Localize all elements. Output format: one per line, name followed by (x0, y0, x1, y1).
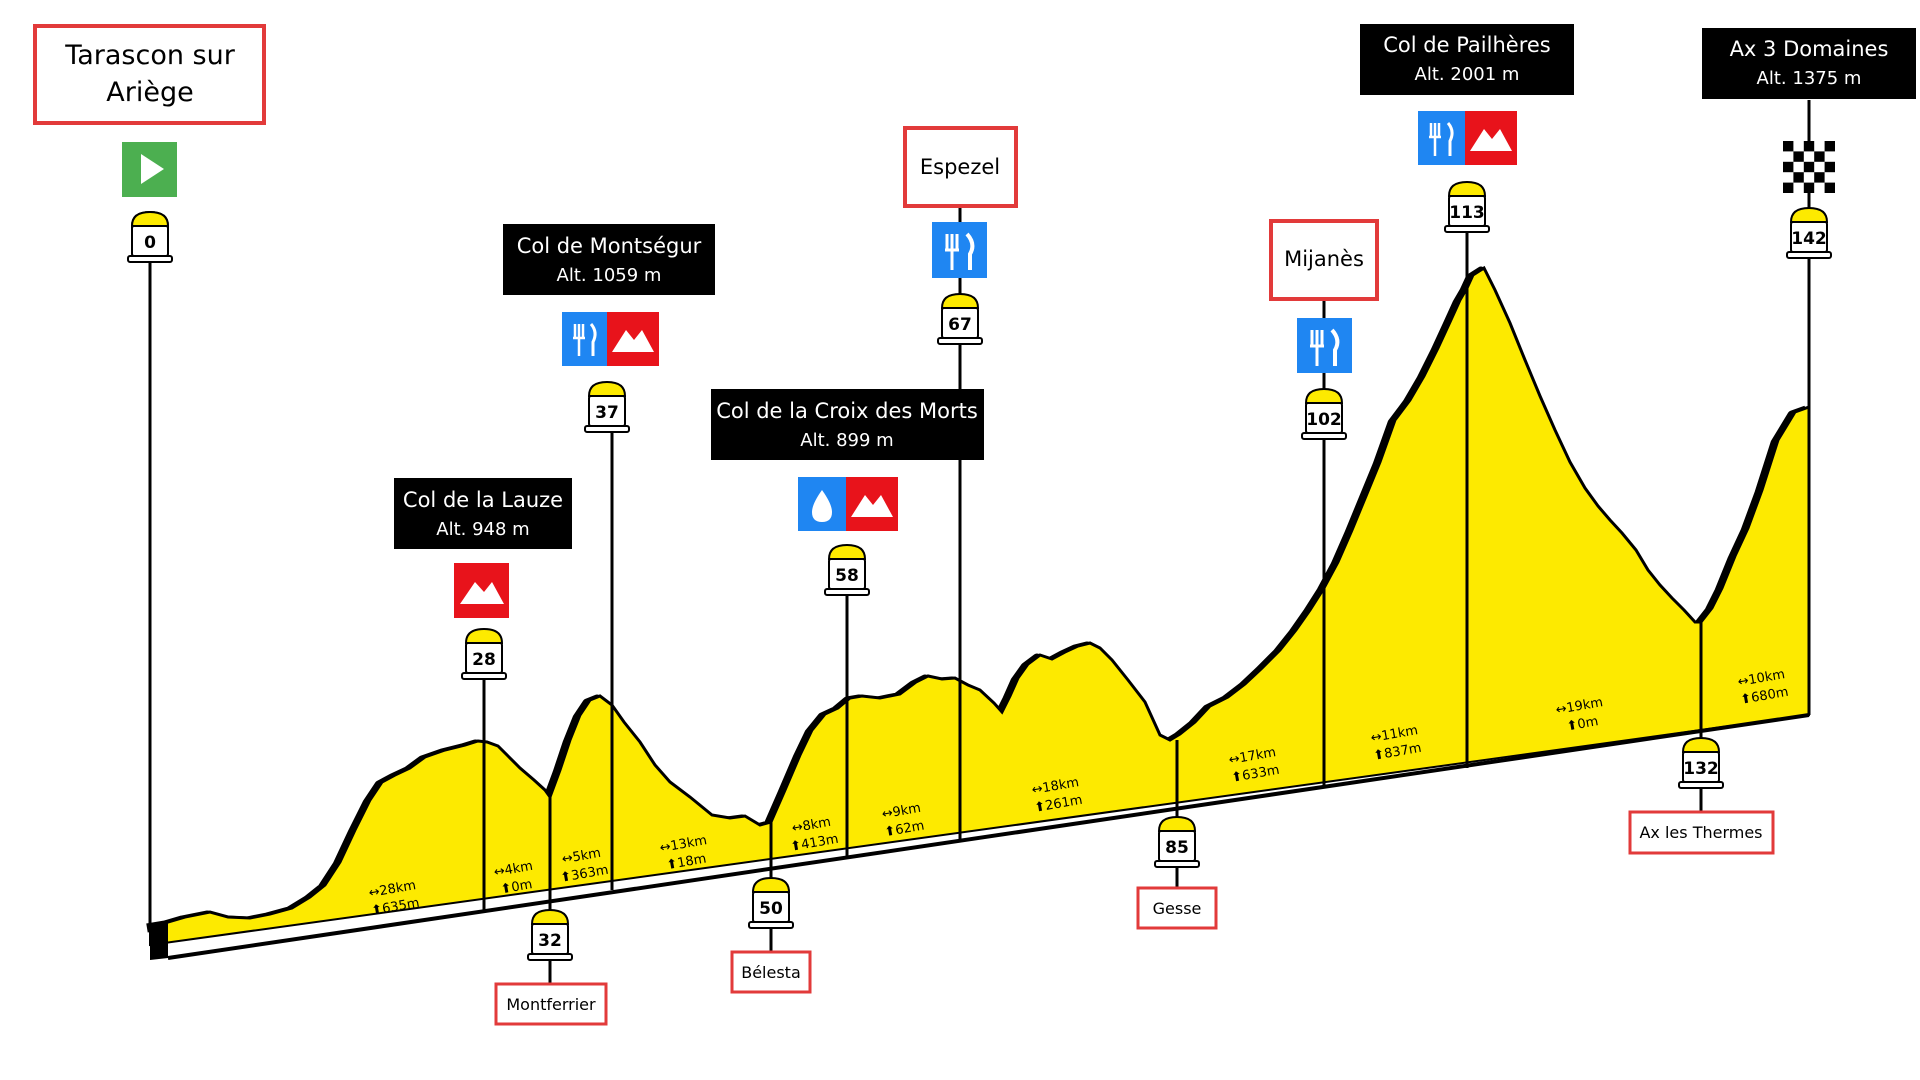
place-label-box (1702, 28, 1916, 99)
place-tarascon: Tarascon sur Ariège 0 (33, 24, 266, 263)
milestone-marker: 0 (127, 210, 173, 263)
place-montsegur: Col de Montségur Alt. 1059 m 37 (503, 224, 715, 433)
place-altitude: Alt. 899 m (800, 430, 893, 451)
mountain-icon (846, 477, 898, 531)
milestone-marker: 28 (461, 627, 507, 680)
milestone-km: 67 (948, 315, 972, 335)
segment-distance: ↔9km (881, 801, 922, 823)
place-name: Col de la Lauze (403, 488, 563, 512)
place-name: Mijanès (1284, 247, 1364, 271)
milestone-marker: 50 (748, 876, 794, 929)
place-altitude: Alt. 2001 m (1415, 64, 1520, 85)
food-icon (1297, 318, 1352, 373)
milestone-km: 85 (1165, 838, 1189, 858)
milestone-marker: 132 (1678, 736, 1724, 789)
water-icon (798, 477, 846, 531)
place-altitude: Alt. 1375 m (1757, 68, 1862, 89)
milestone-marker: 102 (1301, 387, 1347, 440)
segment-label: ↔9km ⬆62m (881, 801, 926, 840)
place-belesta: 50 Bélesta (730, 876, 812, 994)
milestone-km: 142 (1791, 229, 1827, 249)
profile-front-face (150, 922, 168, 960)
place-name: Ax 3 Domaines (1730, 37, 1889, 61)
place-label-box (1269, 219, 1379, 301)
milestone-marker: 58 (824, 543, 870, 596)
milestone-km: 28 (472, 650, 496, 670)
milestone-marker: 37 (584, 380, 630, 433)
place-name: Col de Montségur (517, 234, 702, 258)
segment-gain: ⬆18m (665, 851, 707, 873)
place-name: Bélesta (741, 963, 801, 982)
place-label-box (1628, 810, 1775, 855)
place-espezel: Espezel 67 (903, 126, 1018, 345)
finish-flag-icon (1783, 141, 1835, 193)
place-label-box (503, 224, 715, 295)
place-pailheres: Col de Pailhères Alt. 2001 m 113 (1360, 24, 1574, 233)
mountain-icon (454, 563, 509, 618)
place-name: Espezel (920, 155, 1000, 179)
milestone-km: 50 (759, 899, 783, 919)
place-lauze: Col de la Lauze Alt. 948 m 28 (394, 478, 572, 680)
milestone-marker: 67 (937, 292, 983, 345)
place-label-box (730, 950, 812, 994)
place-name: Tarascon sur (64, 40, 236, 71)
place-name: Col de la Croix des Morts (716, 399, 978, 423)
place-label-box (494, 982, 608, 1026)
segment-gain: ⬆62m (883, 818, 925, 840)
food-icon (1418, 111, 1465, 165)
milestone-marker: 142 (1786, 206, 1832, 259)
place-croix-des-morts: Col de la Croix des Morts Alt. 899 m 58 (711, 389, 984, 596)
place-name: Col de Pailhères (1383, 33, 1550, 57)
milestone-marker: 32 (527, 908, 573, 961)
milestone-km: 32 (538, 931, 562, 951)
place-label-box (33, 24, 266, 125)
profile-edge (149, 265, 1810, 927)
place-name: Ariège (106, 77, 193, 108)
milestone-marker: 113 (1444, 180, 1490, 233)
place-gesse: 85 Gesse (1136, 815, 1218, 930)
segment-distance: ↔8km (791, 815, 832, 837)
profile-fill (149, 266, 1810, 947)
place-altitude: Alt. 1059 m (557, 265, 662, 286)
milestone-km: 0 (144, 233, 156, 253)
segment-gain: ⬆0m (1566, 714, 1600, 734)
place-ax-3-domaines: Ax 3 Domaines Alt. 1375 m 142 (1702, 28, 1916, 259)
start-flag-icon (122, 142, 177, 197)
place-name: Gesse (1153, 899, 1202, 918)
place-name: Ax les Thermes (1639, 823, 1762, 842)
mountain-icon (1465, 111, 1517, 165)
place-name: Montferrier (506, 995, 596, 1014)
place-montferrier: 32 Montferrier (494, 908, 608, 1026)
place-label-box (1136, 886, 1218, 930)
milestone-km: 102 (1306, 410, 1342, 430)
place-label-box (711, 389, 984, 460)
segment-distance: ↔5km (561, 846, 602, 868)
place-ax-thermes: 132 Ax les Thermes (1628, 736, 1775, 855)
place-mijanes: Mijanès 102 (1269, 219, 1379, 440)
milestone-km: 113 (1449, 203, 1485, 223)
segment-distance: ↔4km (493, 859, 534, 881)
milestone-marker: 85 (1154, 815, 1200, 868)
place-label-box (1360, 24, 1574, 95)
food-icon (932, 222, 987, 278)
food-icon (562, 312, 607, 366)
milestone-km: 132 (1683, 759, 1719, 779)
place-label-box (394, 478, 572, 549)
mountain-icon (607, 312, 659, 366)
place-label-box (903, 126, 1018, 208)
segment-label: ↔4km ⬆0m (493, 859, 534, 898)
place-altitude: Alt. 948 m (436, 519, 529, 540)
profile-baseline (167, 713, 1810, 960)
milestone-km: 58 (835, 566, 859, 586)
milestone-km: 37 (595, 403, 619, 423)
segment-gain: ⬆0m (500, 877, 534, 897)
